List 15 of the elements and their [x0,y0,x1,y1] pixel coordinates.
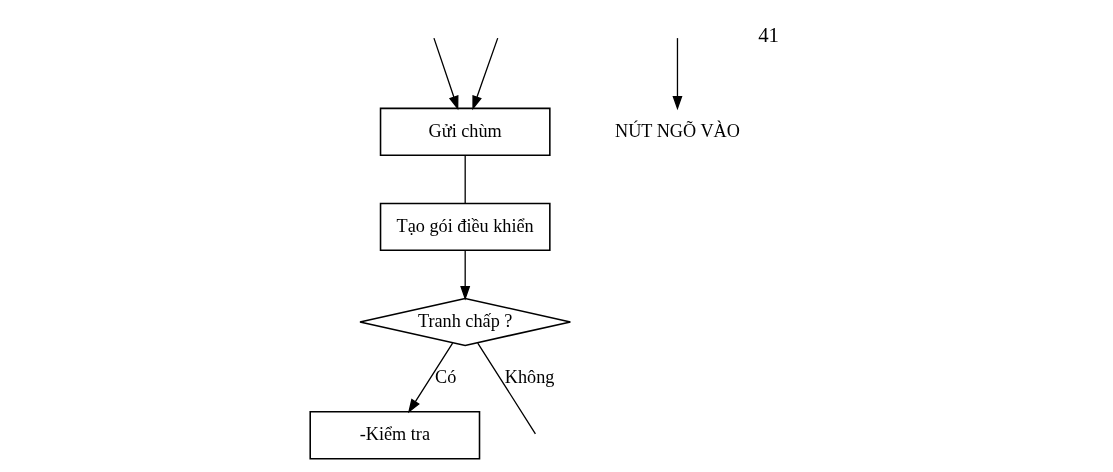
arrow [471,37,498,111]
edge-label: Có [434,367,456,388]
arrow [407,342,453,414]
edge-label: Không [504,367,554,388]
arrow [432,37,458,111]
arrow [671,37,682,111]
node-box: -Kiểm tra [308,411,480,460]
connector [464,154,466,205]
connector [476,342,536,435]
node-box: Tạo gói điều khiển [379,202,551,252]
label: 41 [757,22,779,47]
arrow [459,249,470,301]
node-diamond: Tranh chấp ? [358,297,571,347]
node-text: NÚT NGÕ VÀO [614,120,740,141]
node-box: Gửi chùm [379,107,551,157]
